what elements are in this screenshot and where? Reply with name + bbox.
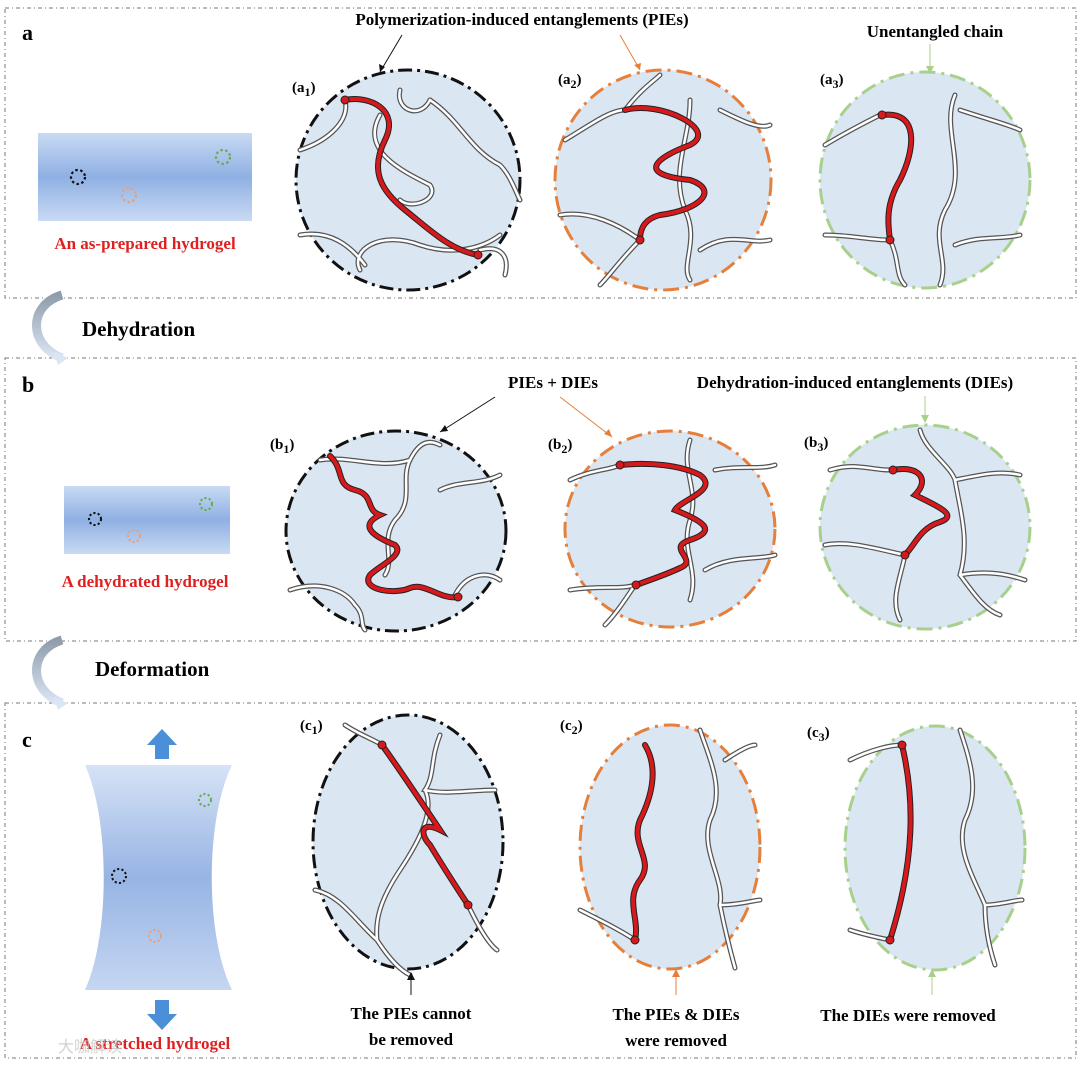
circle-c1: (c1) <box>300 713 505 978</box>
as-prepared-hydrogel-label: An as-prepared hydrogel <box>54 234 236 253</box>
deformation-step-label: Deformation <box>95 657 210 681</box>
svg-text:(c3): (c3) <box>807 725 830 744</box>
svg-text:(c1): (c1) <box>300 718 323 737</box>
dies-callout: Dehydration-induced entanglements (DIEs) <box>697 373 1013 392</box>
panel-letter-b: b <box>22 372 34 397</box>
svg-text:(c2): (c2) <box>560 718 583 737</box>
circle-a1: (a1) <box>292 68 523 292</box>
circle-c3: (c3) <box>807 724 1027 972</box>
dehydrated-hydrogel-label: A dehydrated hydrogel <box>62 572 229 591</box>
panel-a-frame <box>4 7 1077 299</box>
panel-letter-c: c <box>22 727 32 752</box>
caption-c2-line2: were removed <box>625 1031 727 1050</box>
pie-callout: Polymerization-induced entanglements (PI… <box>355 10 688 29</box>
caption-c2-line1: The PIEs & DIEs <box>612 1005 739 1024</box>
caption-c1-line2: be removed <box>369 1030 454 1049</box>
svg-text:(b1): (b1) <box>270 437 294 456</box>
stretch-down-arrow-icon <box>147 1000 177 1030</box>
pie-callout-arrow-orange <box>619 34 641 71</box>
svg-text:(b2): (b2) <box>548 437 572 456</box>
dehydrated-hydrogel-block <box>64 486 230 554</box>
svg-text:(a1): (a1) <box>292 80 316 99</box>
dehydration-step-label: Dehydration <box>82 317 195 341</box>
svg-text:(b3): (b3) <box>804 435 828 454</box>
circle-a2: (a2) <box>553 68 773 292</box>
stretched-hydrogel-block <box>85 765 232 990</box>
panel-b-frame <box>4 357 1077 642</box>
dehydration-arrow <box>32 290 64 363</box>
caption-c1-line1: The PIEs cannot <box>351 1004 472 1023</box>
svg-text:(a3): (a3) <box>820 72 844 91</box>
panel-c-frame <box>4 702 1077 1059</box>
unentangled-callout: Unentangled chain <box>867 22 1004 41</box>
circle-b2: (b2) <box>548 429 778 629</box>
circle-b1: (b1) <box>270 429 508 633</box>
caption-c3-line1: The DIEs were removed <box>820 1006 996 1025</box>
deformation-arrow <box>32 635 64 708</box>
watermark: 大咖解读 <box>58 1037 122 1056</box>
circle-a3: (a3) <box>818 70 1032 290</box>
pie-callout-arrow-black <box>379 34 403 73</box>
stretch-up-arrow-icon <box>147 729 177 759</box>
stretched-hydrogel-label: A stretched hydrogel <box>80 1034 231 1053</box>
pies-plus-dies-callout: PIEs + DIEs <box>508 373 598 392</box>
circle-b3: (b3) <box>804 423 1032 631</box>
circle-c2: (c2) <box>560 718 763 971</box>
as-prepared-hydrogel-block <box>38 133 252 221</box>
svg-text:(a2): (a2) <box>558 72 582 91</box>
panel-letter-a: a <box>22 20 33 45</box>
